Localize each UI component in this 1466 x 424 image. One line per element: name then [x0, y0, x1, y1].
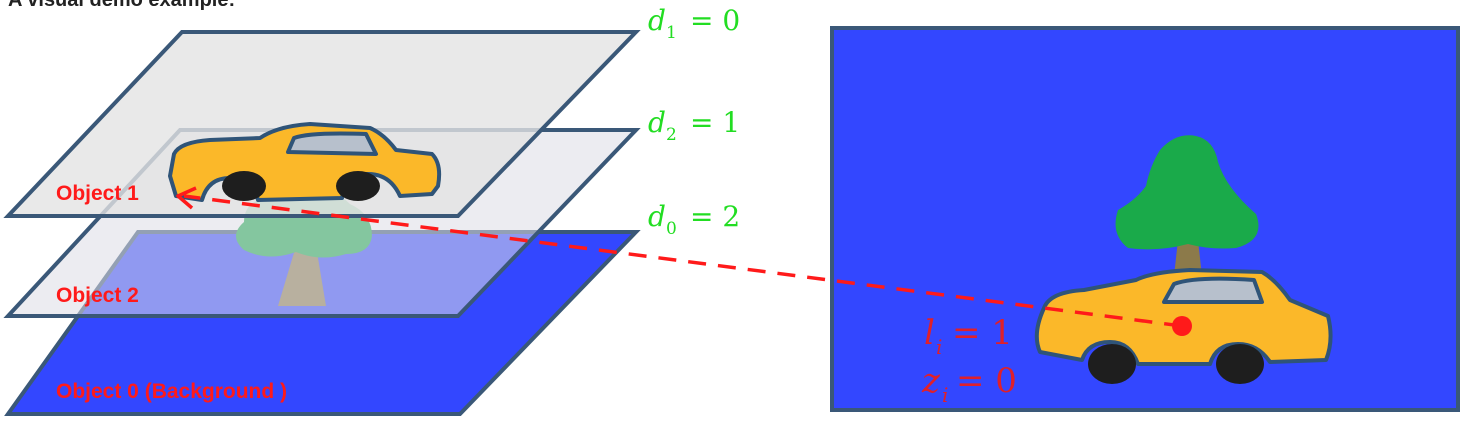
svg-text:= 2: = 2 — [690, 200, 740, 233]
svg-text:i: i — [942, 383, 948, 407]
depth-index-equation: z i = 0 — [921, 361, 1017, 407]
svg-text:i: i — [936, 335, 942, 359]
depth-label-d2: d 2 = 1 — [648, 106, 740, 145]
object-2-label: Object 2 — [56, 284, 139, 307]
object-1-label: Object 1 — [56, 182, 139, 205]
svg-text:= 1: = 1 — [952, 313, 1013, 353]
label-index-equation: l i = 1 — [924, 313, 1013, 359]
svg-text:= 0: = 0 — [956, 361, 1017, 401]
svg-text:d: d — [648, 4, 666, 37]
svg-text:= 1: = 1 — [690, 106, 740, 139]
depth-label-d0: d 0 = 2 — [648, 200, 740, 239]
svg-text:= 0: = 0 — [690, 4, 740, 37]
svg-text:d: d — [648, 106, 666, 139]
rendered-tree — [1115, 135, 1259, 276]
pixel-marker — [1172, 316, 1192, 336]
svg-text:0: 0 — [666, 219, 677, 239]
svg-text:1: 1 — [666, 23, 677, 43]
depth-label-d1: d 1 = 0 — [648, 4, 740, 43]
svg-text:z: z — [921, 361, 941, 401]
svg-text:2: 2 — [666, 125, 677, 145]
object-0-label: Object 0 (Background ) — [56, 380, 287, 403]
svg-text:l: l — [924, 313, 935, 353]
correspondence-arrow — [176, 186, 1192, 336]
svg-text:d: d — [648, 200, 666, 233]
car-object-layer — [168, 122, 442, 202]
top-caption: A visual demo example: — [8, 0, 235, 11]
